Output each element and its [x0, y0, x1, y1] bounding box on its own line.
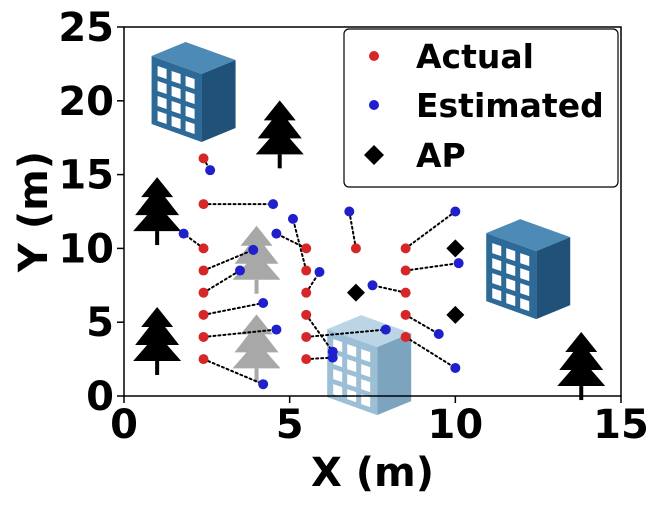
pair-connector-line: [202, 248, 255, 272]
building-icon: [486, 219, 571, 320]
actual-point: [301, 331, 312, 342]
pair-connector-line: [348, 210, 357, 250]
actual-point: [198, 287, 209, 298]
estimated-point: [344, 206, 355, 217]
pair-connector-line: [404, 262, 460, 272]
pair-connector-line: [404, 313, 440, 336]
tree-icon: [133, 306, 182, 375]
ap-marker: [346, 283, 365, 302]
legend-estimated-marker: [369, 100, 379, 110]
tree-icon: [232, 314, 281, 383]
estimated-point: [314, 267, 325, 278]
y-tick-label: 0: [86, 374, 114, 420]
estimated-point: [433, 329, 444, 340]
estimated-point: [205, 165, 216, 176]
actual-point: [400, 309, 411, 320]
estimated-point: [380, 324, 391, 335]
scene-decorations: [133, 42, 606, 416]
legend-ap-marker: [364, 145, 384, 165]
y-axis-label: Y (m): [11, 151, 57, 273]
pair-connector-line: [291, 217, 308, 272]
pair-connector-line: [404, 210, 457, 250]
legend-estimated-label: Estimated: [416, 86, 604, 125]
actual-point: [301, 354, 312, 365]
actual-point: [198, 354, 209, 365]
estimated-point: [258, 298, 269, 309]
pair-connector-line: [305, 313, 334, 353]
actual-point: [198, 243, 209, 254]
x-axis-label: X (m): [311, 450, 434, 496]
actual-point: [301, 265, 312, 276]
pair-connector-line: [371, 284, 407, 294]
estimated-point: [271, 324, 282, 335]
x-tick-label: 15: [593, 402, 649, 448]
estimated-point: [271, 228, 282, 239]
tree-icon: [557, 332, 606, 401]
y-tick-label: 10: [58, 226, 114, 272]
pair-connector-line: [275, 232, 308, 250]
y-tick-label: 5: [86, 300, 114, 346]
estimated-point: [450, 362, 461, 373]
pair-connector-line: [305, 328, 387, 338]
ap-marker: [446, 239, 465, 258]
x-tick-label: 10: [427, 402, 483, 448]
x-tick-label: 0: [110, 402, 138, 448]
data-points: [178, 153, 465, 390]
actual-point: [400, 331, 411, 342]
plot-area-frame: [123, 26, 622, 397]
building-icon: [151, 42, 236, 143]
building-icon: [327, 315, 412, 416]
estimated-point: [178, 228, 189, 239]
estimated-point: [234, 265, 245, 276]
pair-connector-line: [404, 335, 457, 369]
ap-marker: [446, 305, 465, 324]
y-tick-label: 20: [58, 79, 114, 125]
estimated-point: [258, 379, 269, 390]
estimated-point: [367, 280, 378, 291]
legend-actual-marker: [369, 51, 379, 61]
pair-connector-line: [202, 269, 241, 294]
estimated-point: [327, 352, 338, 363]
tree-icon: [133, 177, 182, 246]
estimated-point: [268, 199, 279, 210]
legend-actual-label: Actual: [416, 37, 534, 76]
estimated-point: [287, 213, 298, 224]
x-tick-label: 5: [276, 402, 304, 448]
pair-connectors: [182, 157, 460, 386]
actual-point: [198, 199, 209, 210]
actual-point: [301, 243, 312, 254]
actual-point: [350, 243, 361, 254]
tree-icon: [255, 100, 304, 169]
estimated-point: [453, 258, 464, 269]
actual-point: [301, 309, 312, 320]
actual-point: [198, 309, 209, 320]
actual-point: [198, 265, 209, 276]
legend-box: [343, 28, 619, 188]
estimated-point: [450, 206, 461, 217]
pair-connector-line: [202, 358, 265, 386]
actual-point: [301, 287, 312, 298]
actual-point: [198, 331, 209, 342]
legend-ap-label: AP: [416, 136, 466, 175]
pair-connector-line: [202, 328, 278, 338]
estimated-point: [248, 244, 259, 255]
legend: Actual Estimated AP: [343, 28, 619, 188]
actual-point: [198, 153, 209, 164]
pair-connector-line: [202, 302, 265, 316]
axis-ticks: 0 5 10 15 0 5 10 15 20 25: [58, 5, 649, 448]
y-tick-label: 25: [58, 5, 114, 51]
actual-point: [400, 243, 411, 254]
y-tick-label: 15: [58, 153, 114, 199]
actual-point: [400, 265, 411, 276]
actual-point: [400, 287, 411, 298]
